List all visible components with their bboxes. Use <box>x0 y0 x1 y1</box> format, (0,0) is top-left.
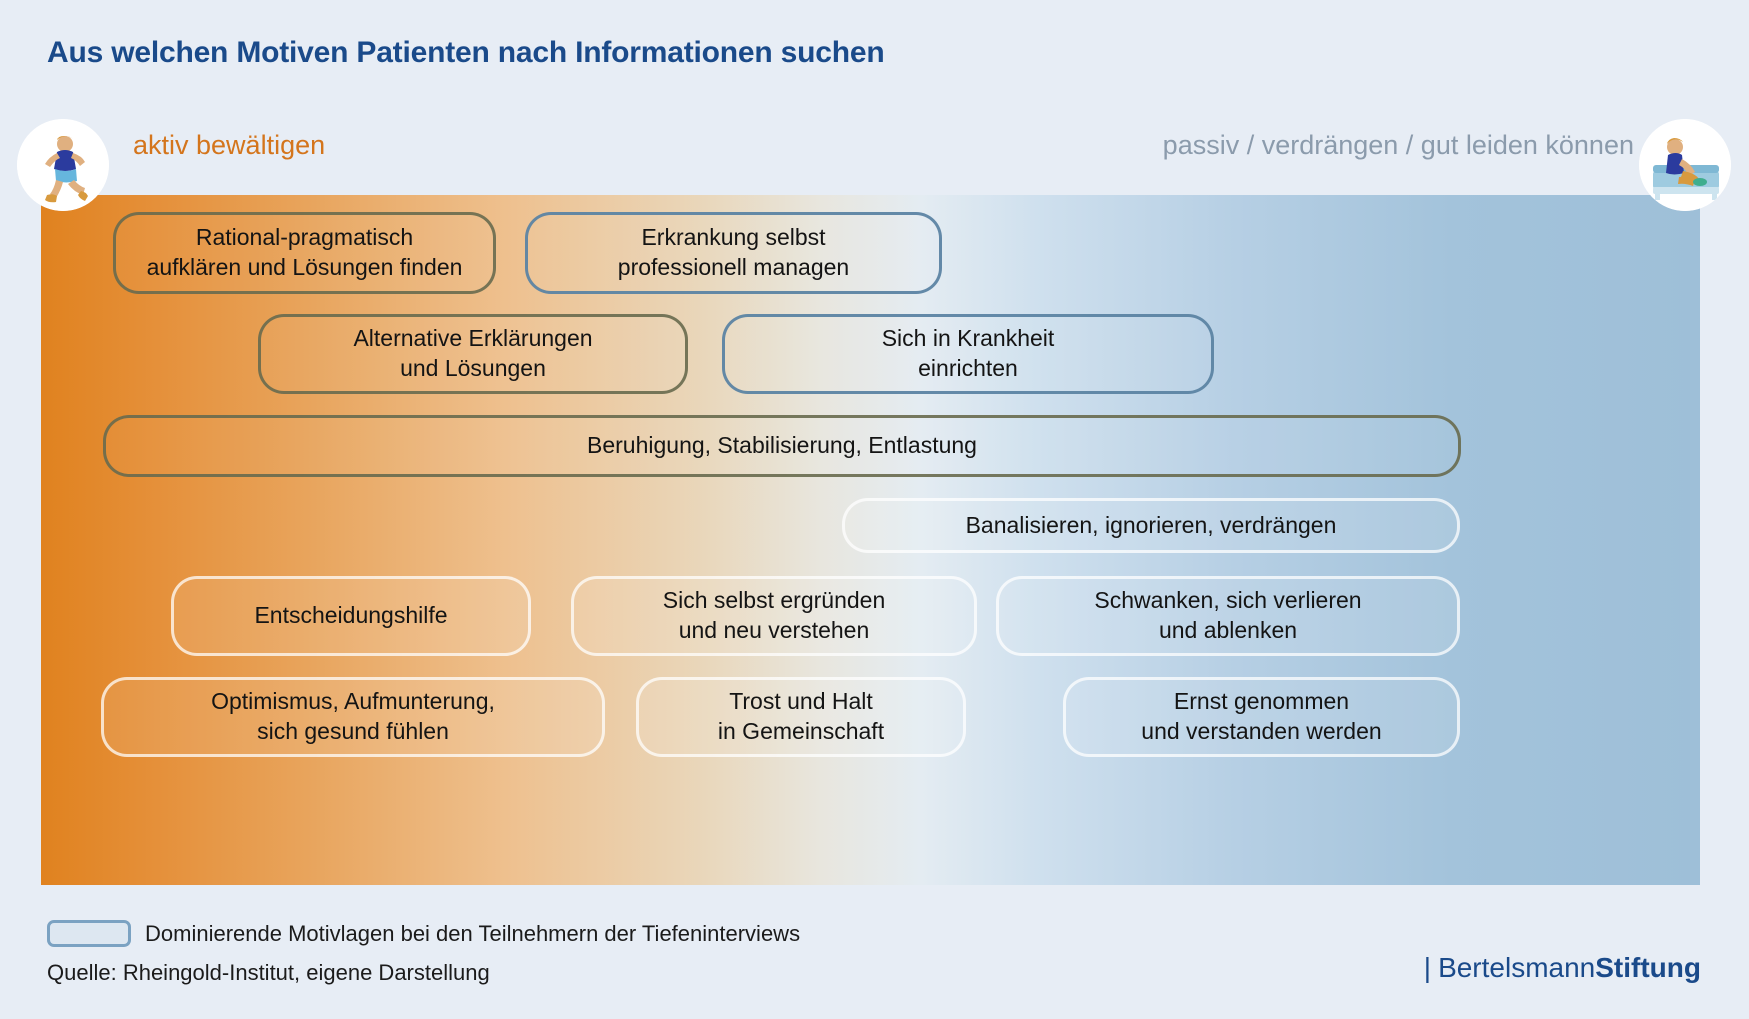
brand-part-stiftung: Stiftung <box>1595 952 1701 983</box>
legend-label: Dominierende Motivlagen bei den Teilnehm… <box>145 920 801 946</box>
page-title: Aus welchen Motiven Patienten nach Infor… <box>47 36 885 69</box>
motive-box-erkrankung-managen[interactable]: Erkrankung selbst professionell managen <box>525 212 942 294</box>
motive-box-rational-pragmatisch[interactable]: Rational-pragmatisch aufklären und Lösun… <box>113 212 496 294</box>
motive-line: professionell managen <box>617 254 850 280</box>
motive-line: Rational-pragmatisch <box>195 224 414 251</box>
motive-line: und neu verstehen <box>678 617 870 643</box>
motive-box-beruhigung[interactable]: Beruhigung, Stabilisierung, Entlastung <box>103 415 1461 477</box>
dominant-motive-swatch-icon <box>47 920 131 947</box>
running-person-icon <box>17 119 109 211</box>
motive-line: Alternative Erklärungen <box>353 325 593 352</box>
motive-line: Sich selbst ergründen <box>662 587 886 614</box>
bertelsmann-stiftung-logo: |BertelsmannStiftung <box>1424 952 1701 984</box>
motive-box-trost-und-halt[interactable]: Trost und Halt in Gemeinschaft <box>636 677 966 757</box>
motive-line: Trost und Halt <box>729 688 873 715</box>
pole-label-passive: passiv / verdrängen / gut leiden können <box>1162 130 1634 160</box>
motive-line: und Lösungen <box>400 355 546 381</box>
motive-line: Entscheidungshilfe <box>254 602 448 629</box>
source-note: Quelle: Rheingold-Institut, eigene Darst… <box>47 960 490 985</box>
motive-box-sich-in-krankheit[interactable]: Sich in Krankheit einrichten <box>722 314 1214 394</box>
motive-box-alternative-erklarungen[interactable]: Alternative Erklärungen und Lösungen <box>258 314 688 394</box>
motive-box-optimismus[interactable]: Optimismus, Aufmunterung, sich gesund fü… <box>101 677 605 757</box>
motive-line: Erkrankung selbst <box>641 224 826 251</box>
motive-line: Banalisieren, ignorieren, verdrängen <box>965 511 1337 538</box>
motive-box-ernst-genommen[interactable]: Ernst genommen und verstanden werden <box>1063 677 1460 757</box>
motive-line: Schwanken, sich verlieren <box>1094 587 1362 614</box>
motive-box-schwanken[interactable]: Schwanken, sich verlieren und ablenken <box>996 576 1460 656</box>
legend: Dominierende Motivlagen bei den Teilnehm… <box>47 920 800 947</box>
pole-label-active: aktiv bewältigen <box>133 130 326 160</box>
person-sitting-on-couch-icon <box>1639 119 1731 211</box>
motive-line: und verstanden werden <box>1141 718 1382 744</box>
motive-line: Optimismus, Aufmunterung, <box>211 688 495 715</box>
brand-part-bertelsmann: Bertelsmann <box>1438 952 1596 983</box>
gradient-spectrum-panel <box>41 195 1700 885</box>
motive-box-banalisieren[interactable]: Banalisieren, ignorieren, verdrängen <box>842 498 1460 553</box>
motive-line: Sich in Krankheit <box>881 325 1055 352</box>
motive-box-sich-selbst-ergrunden[interactable]: Sich selbst ergründen und neu verstehen <box>571 576 977 656</box>
motive-line: Ernst genommen <box>1173 688 1350 715</box>
motive-line: und ablenken <box>1158 617 1298 643</box>
motive-line: aufklären und Lösungen finden <box>146 254 463 280</box>
motive-box-entscheidungshilfe[interactable]: Entscheidungshilfe <box>171 576 531 656</box>
brand-bar: | <box>1423 952 1432 983</box>
motive-line: in Gemeinschaft <box>717 718 885 744</box>
motive-line: sich gesund fühlen <box>257 718 449 744</box>
motive-line: einrichten <box>918 355 1018 381</box>
motive-line: Beruhigung, Stabilisierung, Entlastung <box>587 432 977 459</box>
